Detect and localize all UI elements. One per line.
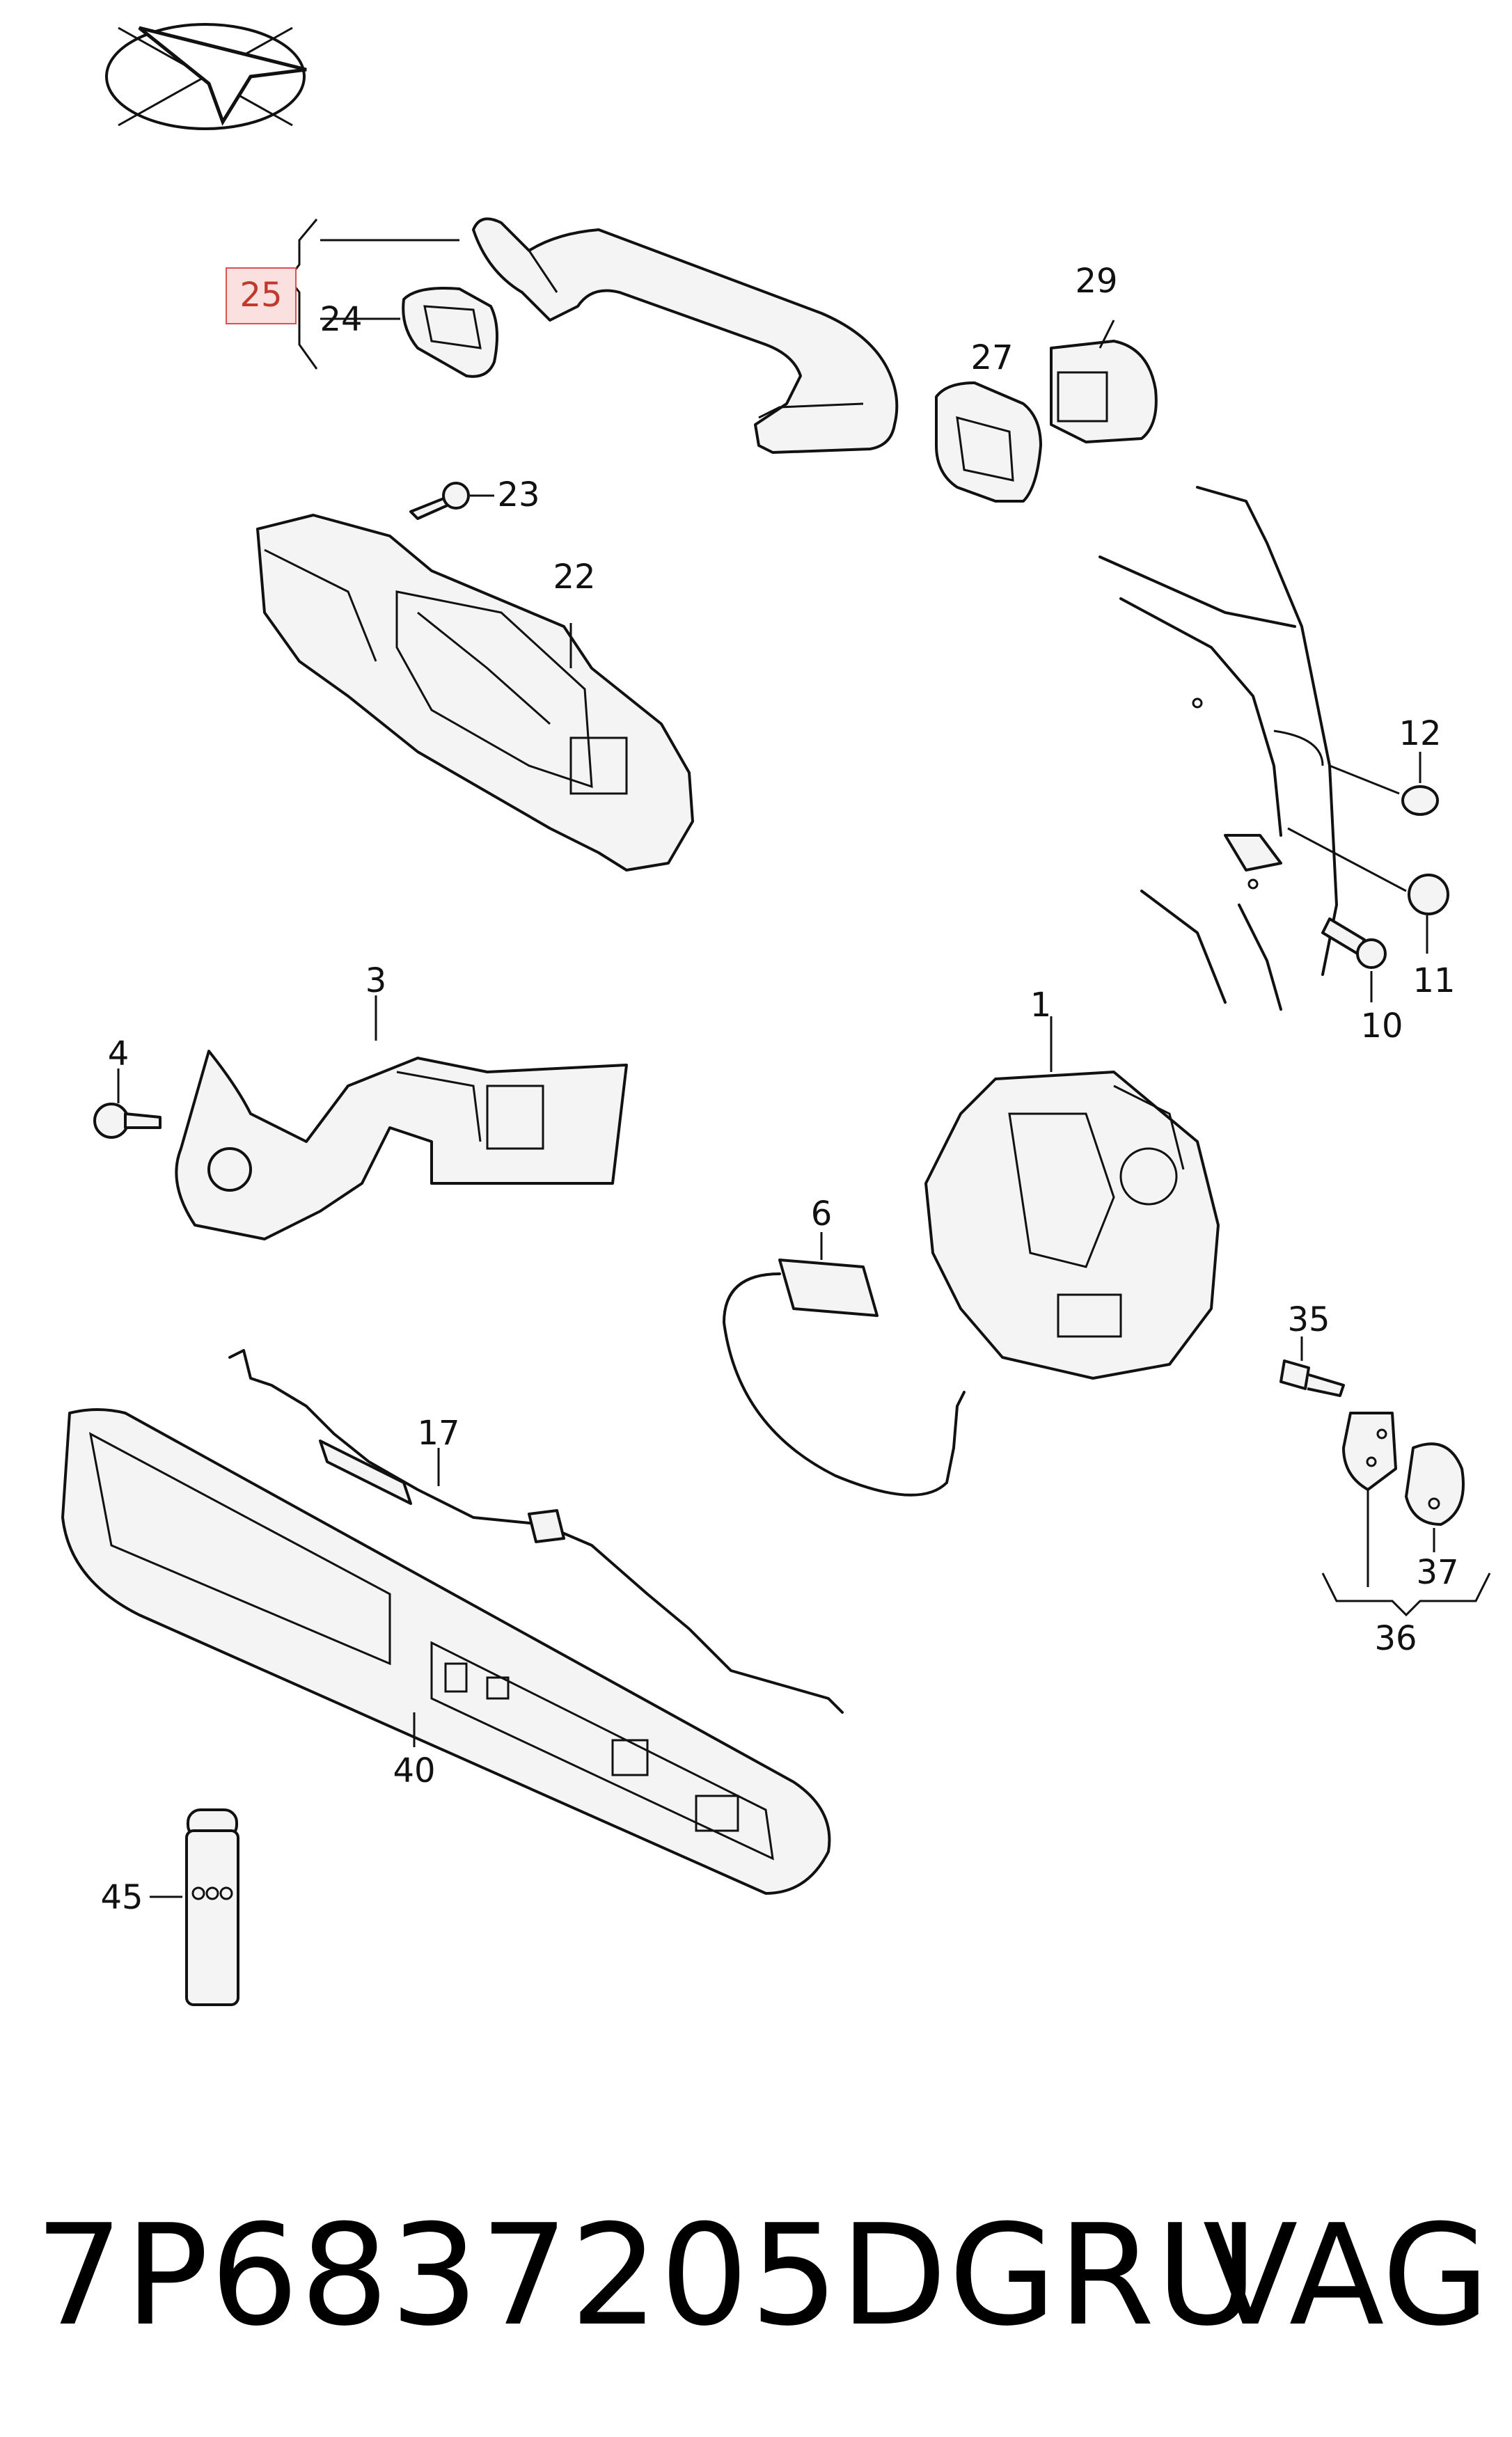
door-frame: [1098, 486, 1338, 1011]
callout-11: 11: [1412, 961, 1455, 1000]
compass-arrow-logo-icon: [105, 23, 307, 130]
callout-6: 6: [811, 1194, 833, 1233]
callout-24: 24: [320, 300, 362, 339]
callout-3: 3: [365, 961, 387, 1000]
door-handle: [472, 217, 899, 454]
part-40-trim-panel: [61, 1408, 831, 1895]
callout-35: 35: [1287, 1300, 1330, 1339]
part-17-bowden-cable: [228, 1349, 844, 1714]
brand-name: VAG: [1202, 2195, 1490, 2357]
footer: 7P6837205DGRU VAG: [35, 2172, 1490, 2381]
callout-17: 17: [417, 1414, 459, 1453]
part-29-cap: [1050, 320, 1158, 443]
part-22-carrier-frame: [256, 514, 694, 872]
callout-23: 23: [497, 475, 540, 514]
callout-29: 29: [1075, 262, 1117, 301]
callout-1: 1: [1030, 986, 1052, 1025]
callout-25[interactable]: 25: [239, 276, 282, 315]
part-24-cover: [402, 287, 498, 378]
callout-22: 22: [553, 558, 595, 597]
part-4-screw: [93, 1068, 162, 1139]
part-number: 7P6837205DGRU: [35, 2195, 1259, 2357]
callout-45: 45: [100, 1878, 143, 1917]
callout-37: 37: [1416, 1553, 1458, 1592]
part-45-spray-can: [150, 1808, 239, 2006]
part-25-highlight[interactable]: [226, 267, 297, 324]
callout-12: 12: [1399, 714, 1441, 753]
part-35-screw: [1279, 1336, 1345, 1397]
part-12-plug: [1329, 752, 1439, 816]
callout-27: 27: [970, 338, 1013, 377]
part-10-bolt: [1321, 917, 1387, 1002]
part-3-lever-frame: [175, 995, 628, 1240]
callout-40: 40: [393, 1751, 435, 1790]
callout-4: 4: [108, 1034, 129, 1073]
part-1-door-latch: [924, 1016, 1220, 1380]
callout-10: 10: [1360, 1007, 1403, 1046]
part-6-actuator-cable: [723, 1232, 966, 1497]
part-36-striker-plate: [1321, 1412, 1491, 1617]
part-11-cap: [1287, 827, 1449, 954]
part-23-screw: [409, 482, 494, 520]
callout-36: 36: [1374, 1619, 1417, 1658]
part-27-cover: [935, 381, 1042, 503]
